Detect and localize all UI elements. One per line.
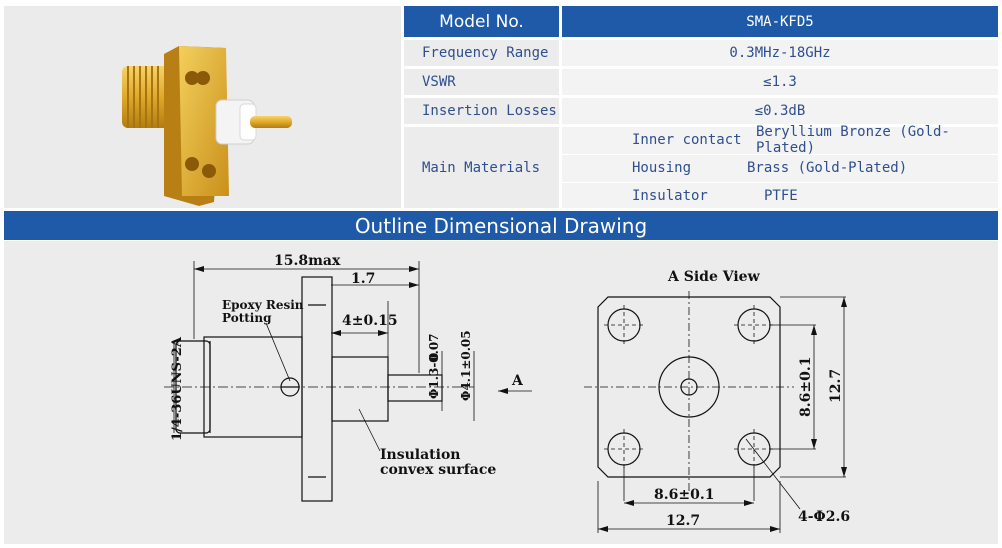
frequency-value: 0.3MHz-18GHz: [562, 40, 998, 66]
material-divider: [562, 154, 998, 155]
material-part-insulator: Insulator: [632, 188, 708, 204]
dim-flange-height: 12.7: [828, 369, 844, 403]
flange-square: [597, 296, 781, 478]
model-label: Model No.: [404, 6, 559, 37]
dim-pin-tol-top: 0: [427, 353, 441, 361]
frequency-label: Frequency Range: [404, 40, 559, 66]
material-part-inner: Inner contact: [632, 132, 742, 148]
label-convex: convex surface: [380, 462, 496, 478]
spec-row-vswr: VSWR ≤1.3: [404, 69, 998, 95]
material-part-housing: Housing: [632, 160, 692, 176]
dim-thread: 1/4-36UNS-2A: [170, 336, 185, 441]
label-potting: Potting: [222, 311, 272, 325]
model-value: SMA-KFD5: [562, 6, 998, 37]
side-view-title: A Side View: [667, 269, 761, 285]
dim-pin-extension: 4±0.15: [342, 313, 398, 329]
material-divider: [562, 182, 998, 183]
spec-row-loss: Insertion Losses ≤0.3dB: [404, 98, 998, 124]
dim-insulator-diameter: Φ4.1±0.05: [459, 330, 473, 401]
dim-flange-thickness: 1.7: [351, 271, 375, 287]
spec-row-frequency: Frequency Range 0.3MHz-18GHz: [404, 40, 998, 66]
dim-flange-width: 12.7: [666, 513, 700, 529]
materials-label: Main Materials: [404, 127, 559, 208]
dim-length: 15.8max: [274, 253, 341, 269]
dim-hole-spacing-h: 8.6±0.1: [654, 487, 714, 503]
outline-drawing: 15.8max 1.7 4±0.15 Epoxy Resin Potting I…: [4, 241, 998, 544]
vswr-label: VSWR: [404, 69, 559, 95]
dim-pin-diameter: Φ1.3-0.07: [427, 333, 441, 399]
product-photo: [4, 6, 401, 208]
material-value-housing: Brass (Gold-Plated): [747, 160, 908, 176]
spec-row-model: Model No. SMA-KFD5: [404, 6, 998, 37]
dim-holes: 4-Φ2.6: [798, 509, 850, 525]
spec-row-materials: Main Materials Inner contact Beryllium B…: [404, 124, 998, 208]
vswr-value: ≤1.3: [562, 69, 998, 95]
view-arrow-label: A: [511, 373, 524, 389]
label-epoxy: Epoxy Resin: [222, 298, 304, 312]
loss-label: Insertion Losses: [404, 98, 559, 124]
label-insulation: Insulation: [380, 447, 460, 463]
material-value-insulator: PTFE: [764, 188, 798, 204]
flange-outline: [301, 276, 333, 502]
material-value-inner: Beryllium Bronze (Gold-Plated): [756, 124, 950, 156]
loss-value: ≤0.3dB: [562, 98, 998, 124]
drawing-title: Outline Dimensional Drawing: [4, 211, 998, 240]
materials-box: [562, 127, 998, 208]
dim-hole-spacing-v: 8.6±0.1: [798, 357, 814, 417]
